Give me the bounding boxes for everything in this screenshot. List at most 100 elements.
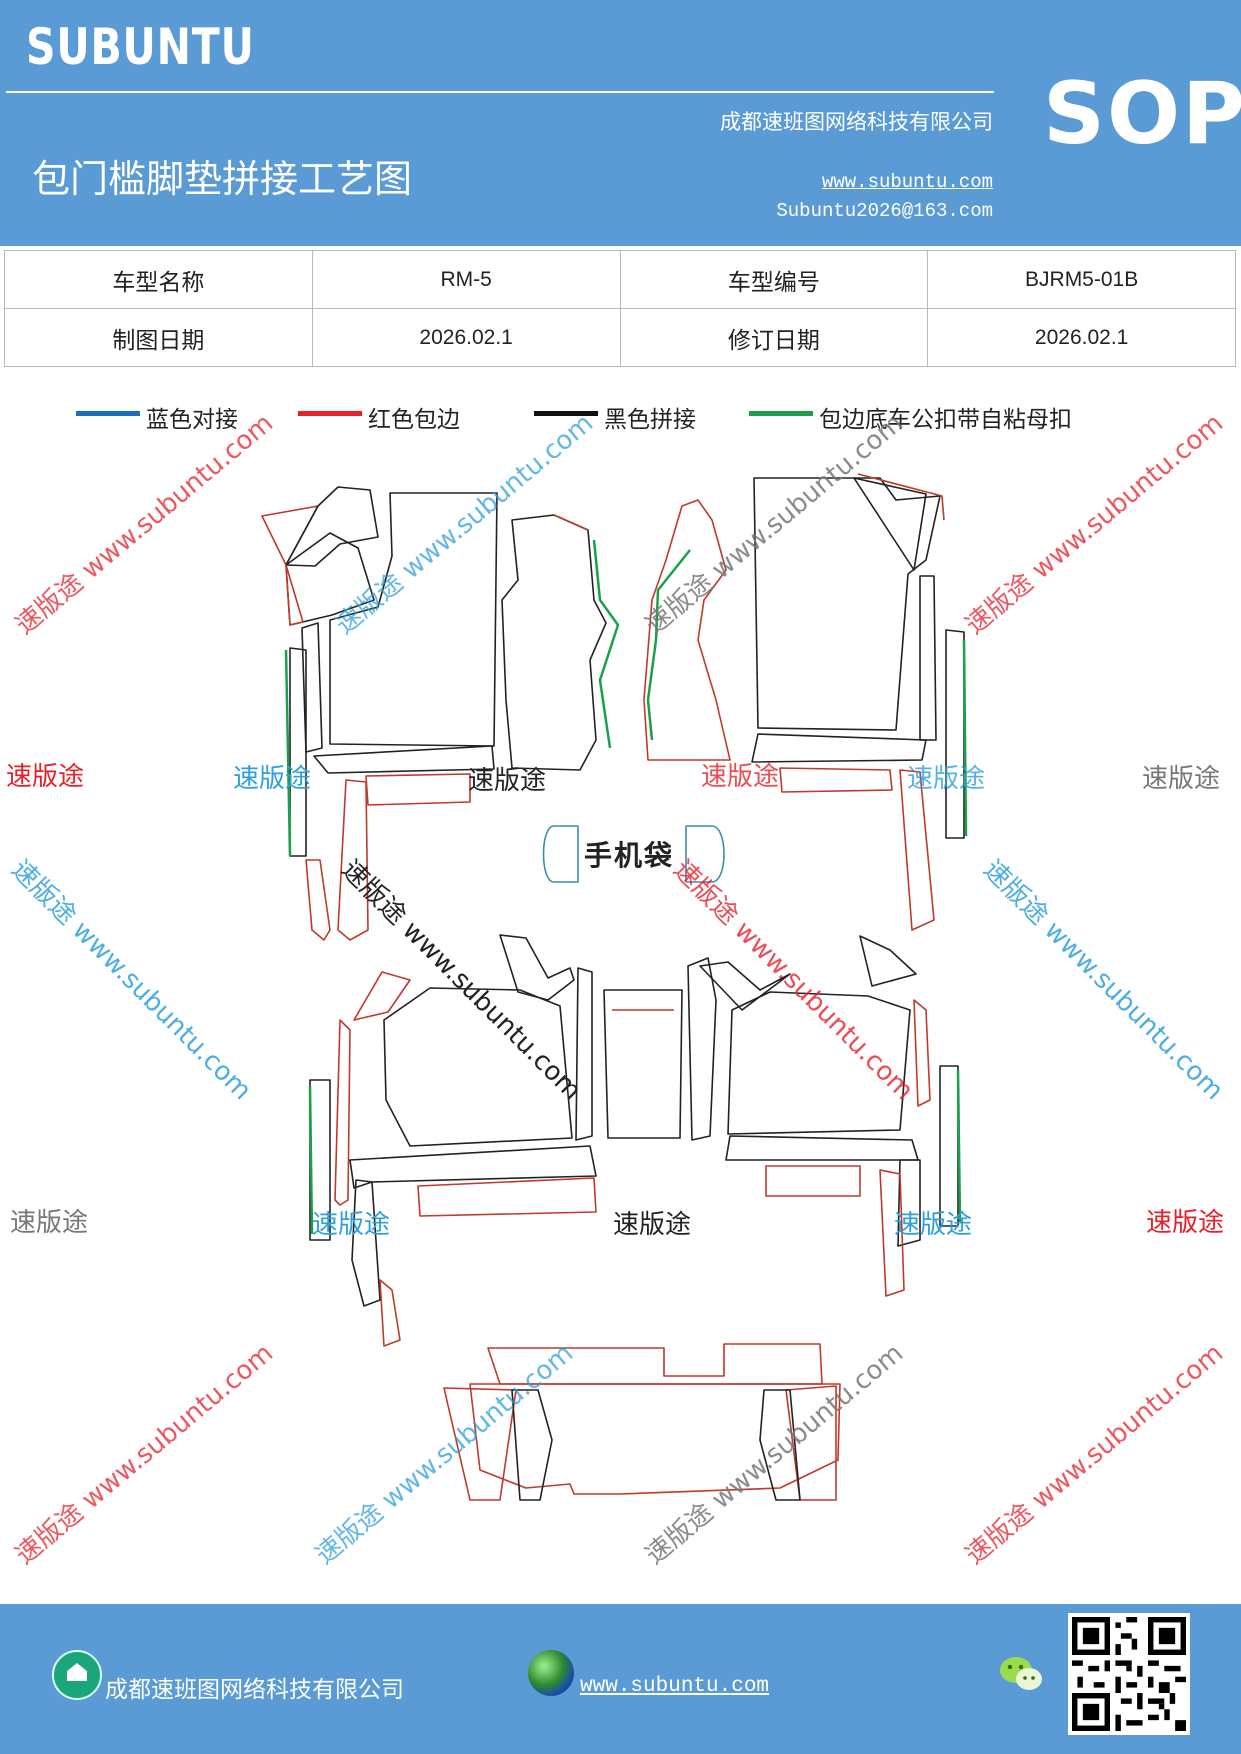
mat-piece <box>511 1389 553 1501</box>
legend-swatch <box>749 410 813 416</box>
mat-piece <box>956 1069 962 1223</box>
model-code-label: 车型编号 <box>619 250 929 309</box>
mat-piece <box>646 549 691 741</box>
mat-piece <box>379 1279 401 1347</box>
legend-label: 黑色拼接 <box>604 407 696 433</box>
mat-piece <box>945 629 965 839</box>
model-name-value: RM-5 <box>311 250 621 309</box>
home-icon <box>52 1650 102 1700</box>
watermark-text: 速版途 <box>907 764 986 794</box>
mat-piece <box>351 1179 381 1307</box>
footer-company: 成都速班图网络科技有限公司 <box>105 1677 404 1703</box>
header-banner: SUBUNTU 成都速班图网络科技有限公司 包门槛脚垫拼接工艺图 www.sub… <box>0 0 1241 246</box>
mat-piece <box>765 1165 861 1197</box>
legend-item-red: 红色包边 <box>298 400 460 434</box>
watermark-text: 速版途 <box>1146 1208 1225 1238</box>
mat-piece <box>962 639 968 837</box>
mat-piece <box>857 473 945 521</box>
mat-piece <box>443 1387 517 1501</box>
watermark-text: 速版途 <box>10 1208 89 1238</box>
mat-piece <box>899 769 935 931</box>
mat-piece <box>365 773 471 806</box>
brand-logo: SUBUNTU <box>26 18 255 76</box>
mat-piece <box>859 935 917 987</box>
mat-piece <box>337 779 369 941</box>
company-name: 成都速班图网络科技有限公司 <box>720 110 993 134</box>
legend-swatch <box>534 410 598 416</box>
mat-piece <box>329 492 498 747</box>
mat-piece <box>284 649 292 857</box>
mat-piece <box>417 1177 597 1217</box>
mat-piece <box>308 1085 314 1235</box>
globe-icon <box>528 1650 574 1696</box>
header-divider <box>6 91 994 93</box>
front-right-mat-group <box>643 473 968 931</box>
mat-piece <box>575 967 593 1141</box>
legend-item-blue: 蓝色对接 <box>76 400 238 434</box>
mat-piece <box>383 987 573 1147</box>
watermark-text: 速版途 <box>6 762 85 792</box>
rear-mat-group <box>443 1343 841 1501</box>
revision-date-value: 2026.02.1 <box>927 308 1236 367</box>
watermark-text: 速版途 <box>233 764 312 794</box>
legend-label: 包边底车公扣带自粘母扣 <box>819 407 1072 433</box>
mat-piece <box>725 1135 919 1161</box>
table-row: 制图日期 2026.02.1 修订日期 2026.02.1 <box>4 308 1236 367</box>
mat-piece <box>499 934 575 1001</box>
mat-piece <box>727 991 911 1135</box>
table-row: 车型名称 RM-5 车型编号 BJRM5-01B <box>4 250 1236 309</box>
watermark-text: 速版途 <box>613 1210 692 1240</box>
mat-piece <box>334 1019 351 1206</box>
mat-piece <box>285 486 379 567</box>
watermark-text: 速版途 <box>701 762 780 792</box>
mat-piece <box>285 564 304 626</box>
page-title: 包门槛脚垫拼接工艺图 <box>32 157 413 201</box>
wechat-icon[interactable] <box>998 1654 1044 1694</box>
watermark-text: 速版途 <box>1142 764 1221 794</box>
legend: 蓝色对接 红色包边 黑色拼接 包边底车公扣带自粘母扣 <box>0 400 1241 440</box>
mat-piece <box>313 745 495 774</box>
front-left-mat-group <box>261 486 620 941</box>
info-table: 车型名称 RM-5 车型编号 BJRM5-01B 制图日期 2026.02.1 … <box>4 250 1236 367</box>
sop-badge: SOP <box>1043 64 1241 164</box>
mat-piece <box>879 1169 905 1297</box>
mat-piece <box>501 514 607 771</box>
mat-piece <box>853 477 927 571</box>
mat-piece <box>603 989 683 1139</box>
pocket-outline <box>685 825 725 883</box>
model-code-value: BJRM5-01B <box>927 250 1236 309</box>
mat-piece <box>289 647 307 857</box>
footer-website-link[interactable]: www.subuntu.com <box>580 1675 770 1698</box>
phone-pocket <box>542 825 725 883</box>
mat-piece <box>699 961 791 1011</box>
legend-item-black: 黑色拼接 <box>534 400 696 434</box>
mat-piece <box>349 1145 597 1189</box>
mat-piece <box>301 622 323 753</box>
legend-swatch <box>76 410 140 416</box>
mat-piece <box>779 767 893 793</box>
mat-piece <box>785 1385 837 1501</box>
mat-piece <box>309 1079 331 1241</box>
model-name-label: 车型名称 <box>4 250 313 309</box>
middle-right-mat-group <box>699 935 962 1297</box>
mat-piece <box>759 1389 801 1501</box>
middle-center-mat-group <box>603 957 717 1141</box>
pocket-outline <box>542 825 579 883</box>
mat-piece <box>913 999 931 1107</box>
legend-swatch <box>298 410 362 416</box>
draw-date-label: 制图日期 <box>4 308 313 367</box>
mat-piece <box>687 957 717 1141</box>
legend-item-green: 包边底车公扣带自粘母扣 <box>749 400 1072 434</box>
watermark-text: 速版途 <box>468 766 547 796</box>
legend-label: 蓝色对接 <box>146 407 238 433</box>
mat-piece <box>305 859 331 941</box>
revision-date-label: 修订日期 <box>619 308 929 367</box>
mat-piece <box>751 733 927 763</box>
mat-piece <box>919 575 937 741</box>
website-link[interactable]: www.subuntu.com <box>821 171 993 193</box>
mat-piece <box>939 1065 959 1227</box>
mat-piece <box>897 1159 921 1247</box>
mat-piece <box>592 539 620 749</box>
draw-date-value: 2026.02.1 <box>311 308 621 367</box>
